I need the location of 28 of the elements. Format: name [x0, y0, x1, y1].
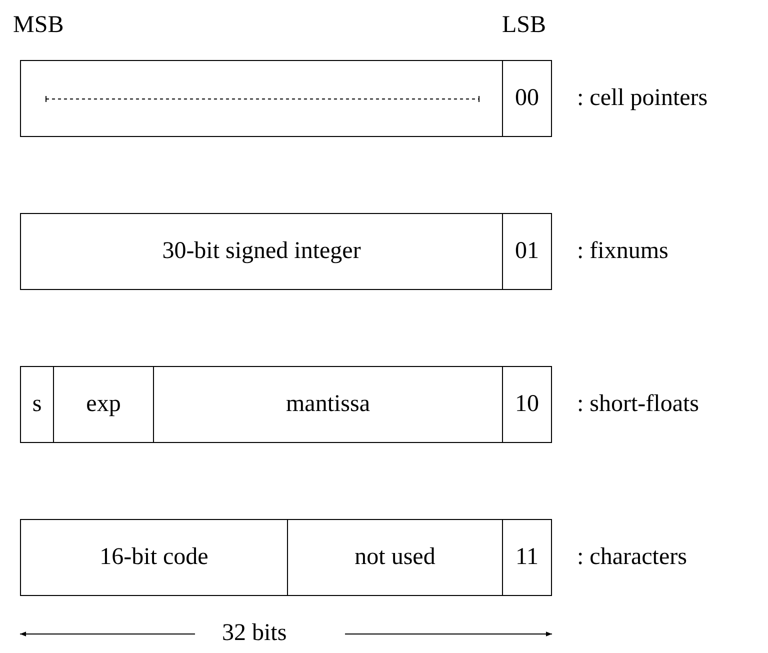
exponent-field [53, 366, 154, 443]
field-label: 16-bit code [100, 544, 208, 571]
integer-field [20, 213, 503, 290]
type-label: : cell pointers [577, 84, 708, 112]
width-label: 32 bits [222, 619, 287, 647]
field-label: 11 [515, 544, 539, 571]
mantissa-field [153, 366, 503, 443]
field-label: 01 [515, 238, 539, 265]
field-label: mantissa [286, 391, 370, 418]
field-label: 30-bit signed integer [162, 238, 361, 265]
field-label: exp [86, 391, 121, 418]
tag-field [502, 519, 552, 596]
type-label: : characters [577, 543, 687, 571]
unused-field [287, 519, 503, 596]
field-label: 00 [515, 85, 539, 112]
type-label: : fixnums [577, 237, 668, 265]
type-label: : short-floats [577, 390, 699, 418]
lsb-label: LSB [502, 11, 546, 39]
tag-field [502, 60, 552, 137]
field-label: 10 [515, 391, 539, 418]
tag-field [502, 366, 552, 443]
tag-field [502, 213, 552, 290]
field-label: s [32, 391, 42, 418]
msb-label: MSB [13, 11, 64, 39]
pointer-field [20, 60, 503, 137]
code-field [20, 519, 288, 596]
sign-field [20, 366, 54, 443]
field-label: not used [354, 544, 436, 571]
